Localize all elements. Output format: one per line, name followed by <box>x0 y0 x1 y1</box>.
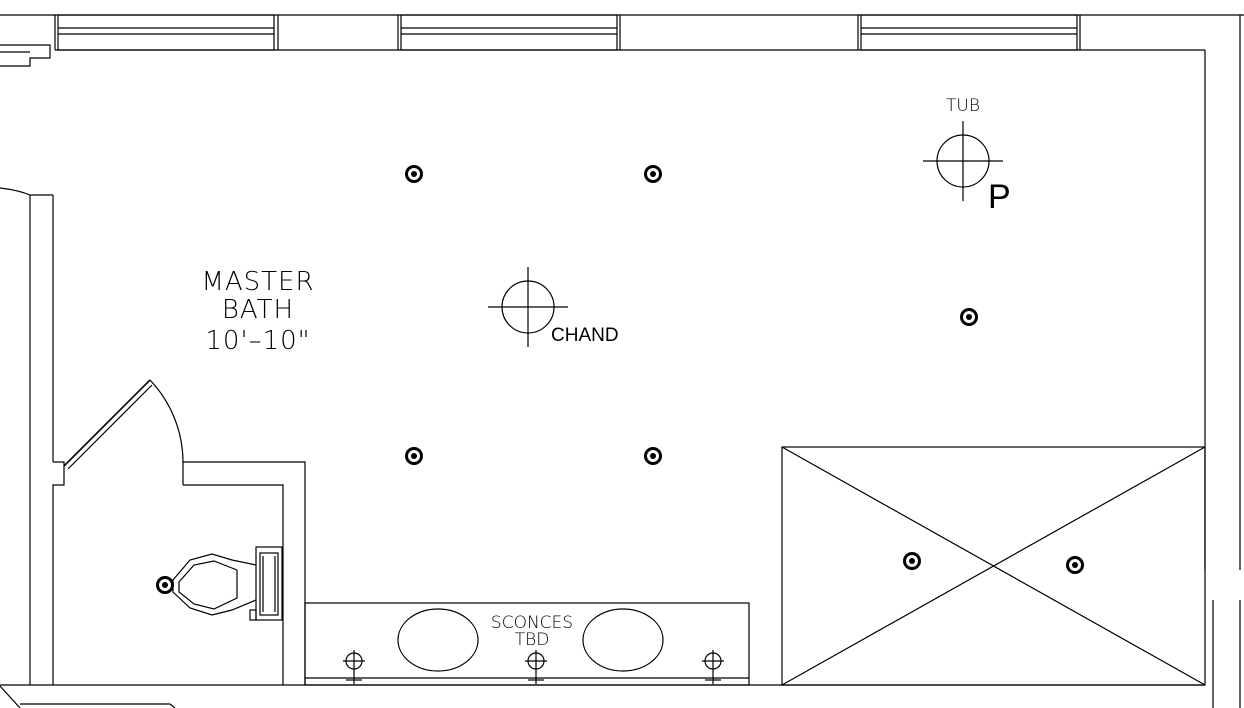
window-2 <box>397 14 621 51</box>
chandelier-icon <box>488 267 568 347</box>
recessed-light-icon <box>644 447 662 465</box>
bottom-wall <box>0 600 1241 708</box>
tub-label: TUB <box>946 96 980 116</box>
room-name-line1: MASTER <box>201 267 314 297</box>
sconces-label: SCONCES <box>491 613 573 633</box>
recessed-light-icon <box>903 552 921 570</box>
recessed-light-icon <box>405 447 423 465</box>
sconce-icon <box>702 650 724 684</box>
recessed-light-icon <box>1066 556 1084 574</box>
recessed-light-icon <box>405 165 423 183</box>
tub-light-icon <box>923 121 1003 201</box>
sink-left <box>397 608 479 672</box>
top-wall <box>0 14 1244 570</box>
recessed-light-icon <box>644 165 662 183</box>
shower <box>781 446 1206 686</box>
left-wall <box>0 187 65 685</box>
chandelier-label: CHAND <box>551 325 619 346</box>
sconces-tbd-label: TBD <box>515 630 550 650</box>
toilet-icon <box>172 546 283 621</box>
recessed-lights <box>156 165 1084 594</box>
window-3 <box>857 14 1081 51</box>
tub-tag: P <box>988 178 1011 216</box>
vanity <box>304 602 750 686</box>
wc-door <box>63 379 184 470</box>
window-1 <box>57 14 279 51</box>
recessed-light-icon <box>156 576 174 594</box>
sink-right <box>582 608 664 672</box>
room-dimension: 10'–10" <box>205 326 310 356</box>
sconce-icon <box>343 650 365 684</box>
sconce-icon <box>525 650 547 684</box>
water-closet <box>63 379 306 685</box>
corner-detail <box>0 44 51 67</box>
recessed-light-icon <box>960 308 978 326</box>
room-name-line2: BATH <box>222 295 294 325</box>
